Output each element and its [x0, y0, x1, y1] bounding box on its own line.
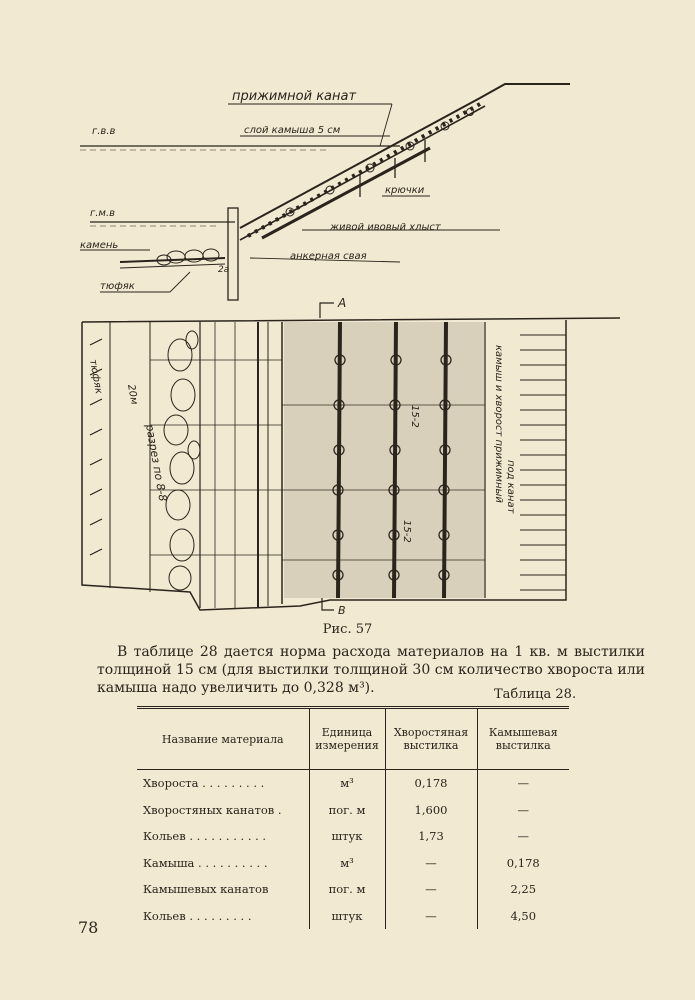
header-reed: Камышевая выстилка — [476, 707, 569, 770]
cell-name: Камыша . . . . . . . . . . — [143, 855, 268, 870]
table-header-row: Название материала Единица измерения Хво… — [137, 707, 569, 770]
cell-brush: — — [384, 876, 477, 903]
table-row: Камышевых канатов пог. м — 2,25 — [137, 876, 569, 903]
table-row: Кольев . . . . . . . . . штук — 4,50 — [137, 902, 569, 929]
table-row: Хворостяных канатов . пог. м 1,600 — — [137, 796, 569, 823]
cell-brush: 0,178 — [384, 769, 477, 797]
label-reed-layer: слой камыша 5 см — [244, 125, 341, 136]
cell-reed: 4,50 — [476, 902, 569, 929]
table-row: Кольев . . . . . . . . . . . штук 1,73 — — [137, 823, 569, 850]
cell-reed: — — [476, 769, 569, 797]
page-number: 78 — [78, 918, 99, 937]
label-mattress-side: тюфяк — [87, 359, 104, 395]
label-under-rope: под канат — [505, 460, 516, 515]
label-mattress: тюфяк — [100, 281, 135, 292]
label-reed-brush: камыш и хворост прижимный — [493, 345, 504, 503]
figure-57: прижимной канат г.в.в слой камыша 5 см к… — [80, 83, 621, 617]
table-caption: Таблица 28. — [494, 687, 577, 702]
cell-unit: пог. м — [308, 796, 385, 823]
cell-brush: — — [384, 902, 477, 929]
label-gmv: г.м.в — [90, 208, 115, 219]
materials-table: Название материала Единица измерения Хво… — [137, 706, 569, 929]
cell-name: Кольев . . . . . . . . . . . — [143, 829, 267, 844]
label-2a: 2а — [218, 265, 229, 275]
table-row: Камыша . . . . . . . . . . м³ — 0,178 — [137, 849, 569, 876]
cell-name: Кольев . . . . . . . . . — [143, 908, 252, 923]
cell-reed: 0,178 — [476, 849, 569, 876]
cell-unit: м³ — [308, 849, 385, 876]
cell-name: Хвороста . . . . . . . . . — [143, 776, 265, 791]
cross-section — [80, 83, 570, 301]
label-15-2-a: 15-2 — [409, 405, 420, 428]
header-material: Название материала — [137, 707, 309, 770]
plan-view — [81, 302, 621, 611]
cell-brush: 1,73 — [384, 823, 477, 850]
cell-unit: пог. м — [308, 876, 385, 903]
header-brush: Хворостяная выстилка — [384, 707, 477, 770]
cell-name: Камышевых канатов — [143, 882, 269, 897]
cell-unit: штук — [308, 902, 385, 929]
label-stones: камень — [80, 240, 118, 251]
label-gvv: г.в.в — [92, 126, 116, 137]
table-row: Хвороста . . . . . . . . . м³ 0,178 — — [137, 769, 569, 797]
label-press-rope: прижимной канат — [232, 89, 356, 104]
header-unit: Единица измерения — [308, 707, 385, 770]
cell-name: Хворостяных канатов . — [143, 802, 282, 817]
cell-brush: — — [384, 849, 477, 876]
cross-section-labels: прижимной канат г.в.в слой камыша 5 см к… — [80, 89, 442, 292]
label-section-a: A — [337, 296, 346, 310]
cell-unit: штук — [308, 823, 385, 850]
label-willow-whip: живой ивовый хлыст — [329, 222, 442, 233]
cell-reed: 2,25 — [476, 876, 569, 903]
cell-brush: 1,600 — [384, 796, 477, 823]
label-20m: 20м — [125, 384, 139, 406]
cell-unit: м³ — [308, 769, 385, 797]
label-hooks: крючки — [385, 185, 425, 196]
label-section-b: B — [338, 604, 346, 617]
figure-caption: Рис. 57 — [322, 622, 373, 637]
body-paragraph: В таблице 28 дается норма расхода матери… — [97, 644, 645, 696]
label-anchor-pile: анкерная свая — [290, 251, 367, 262]
label-15-2-b: 15-2 — [401, 520, 412, 543]
cell-reed: — — [476, 823, 569, 850]
label-section-88: разрез по 8-8 — [143, 422, 170, 502]
cell-reed: — — [476, 796, 569, 823]
